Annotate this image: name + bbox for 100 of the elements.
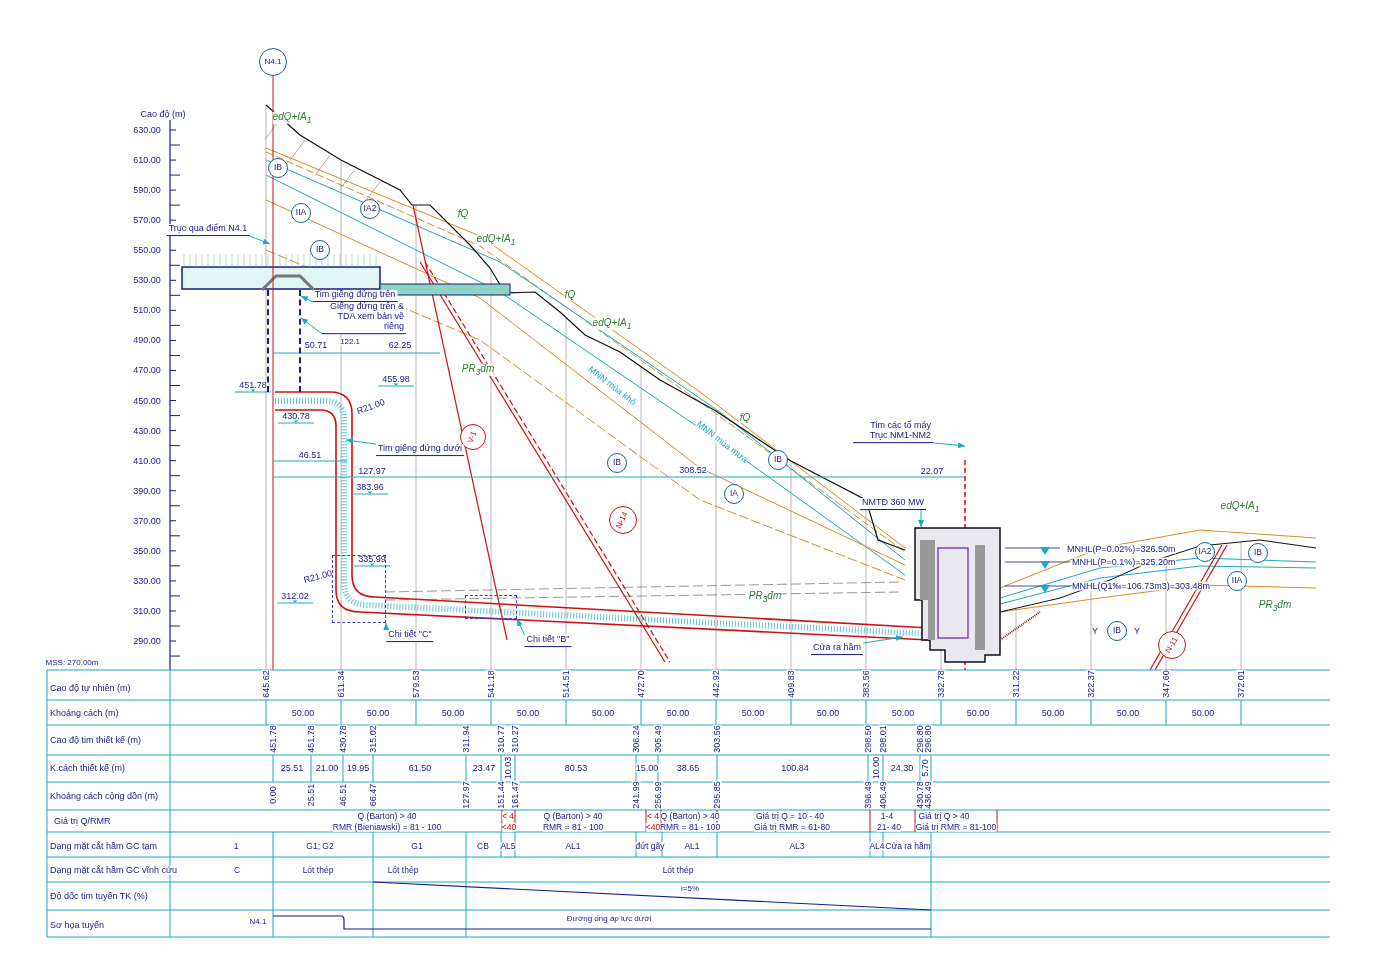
section-type-value: 1 — [233, 841, 239, 851]
callout-text: NMTĐ 360 MW — [860, 498, 926, 510]
cumulative-distance-value: 396.49 — [863, 781, 873, 809]
row-header: Cao độ tim thiết kế (m) — [50, 735, 142, 745]
design-elevation-value: 315.02 — [368, 725, 378, 753]
zone-marker: IA2 — [1195, 542, 1215, 562]
rock-quality-text: Q (Barton) > 40 — [357, 811, 417, 821]
rock-quality-text: < 4 — [646, 811, 660, 821]
design-elevation-value: 296.80 — [923, 725, 933, 753]
axis-tick-label: 510.00 — [133, 305, 161, 315]
cumulative-distance-value: 127.97 — [461, 781, 471, 809]
rock-quality-text: RMR = 81 - 100 — [659, 822, 721, 832]
geology-label: PR$_{3}$đm — [748, 590, 782, 604]
row-header: Dạng mặt cắt hầm GC tạm — [50, 841, 158, 851]
axis-tick-label: 290.00 — [133, 636, 161, 646]
ground-elevation-value: 611.34 — [336, 670, 346, 698]
section-type-value: đứt gãy — [635, 841, 665, 851]
rock-quality-text: Q (Barton) > 40 — [660, 811, 720, 821]
elevation-label: 383.96 — [356, 482, 384, 492]
axis-tick-label: 350.00 — [133, 546, 161, 556]
callout-text: Tim các tổ máy Trục NM1-NM2 — [853, 421, 933, 443]
zone-marker: IB — [1107, 621, 1127, 641]
section-type-value: Lót thép — [662, 865, 694, 875]
zone-marker: IB — [268, 158, 288, 178]
section-type-value: Lót thép — [387, 865, 419, 875]
design-distance-value: 25.51 — [280, 763, 304, 773]
axis-tick-label: 410.00 — [133, 456, 161, 466]
dimension-label: 46.51 — [298, 450, 322, 460]
ground-elevation-value: 579.53 — [411, 670, 421, 698]
ground-elevation-value: 514.51 — [561, 670, 571, 698]
section-type-value: Lót thép — [302, 865, 334, 875]
axis-tick-label: 330.00 — [133, 576, 161, 586]
row-header: K.cách thiết kế (m) — [50, 763, 126, 773]
design-distance-value: 24.30 — [890, 763, 914, 773]
design-elevation-value: 303.56 — [712, 725, 722, 753]
ground-elevation-value: 372.01 — [1236, 670, 1246, 698]
design-distance-value: 61.50 — [408, 763, 432, 773]
zone-marker: IIA — [291, 203, 311, 223]
geology-label: fQ — [739, 413, 751, 423]
section-type-value: CB — [477, 841, 489, 851]
row-header: Độ dốc tim tuyến TK (%) — [50, 891, 148, 901]
axis-tick-label: 430.00 — [133, 426, 161, 436]
dimension-label: 62.25 — [388, 340, 412, 350]
leader-line — [383, 622, 390, 631]
design-distance-value: 10.03 — [503, 756, 513, 780]
callout-text: Chi tiết "C" — [386, 630, 434, 642]
design-distance-value: 15.00 — [635, 763, 659, 773]
design-distance-value: 38.65 — [676, 763, 700, 773]
row-header: Khoảng cách (m) — [50, 708, 119, 718]
leader-line — [248, 235, 271, 245]
design-distance-value: 19.95 — [346, 763, 370, 773]
distance-value: 50.00 — [591, 708, 615, 718]
rock-quality-text: Giá trị RMR = 81-100 — [915, 822, 997, 832]
zone-marker: IA2 — [360, 199, 380, 219]
elevation-label: 455.98 — [382, 374, 410, 384]
section-type-value: AL3 — [789, 841, 805, 851]
axis-tick-label: 590.00 — [133, 185, 161, 195]
axis-tick-label: 310.00 — [133, 606, 161, 616]
water-level-label: MNHL(Q1‰=106.73m3)=303.48m — [1072, 581, 1211, 591]
row-header: Khoảng cách cộng dồn (m) — [50, 791, 159, 801]
detail-outline — [465, 595, 517, 619]
design-elevation-value: 306.24 — [631, 725, 641, 753]
dimension-label: 50.71 — [304, 340, 328, 350]
axis-marker: N4.1 — [259, 48, 287, 76]
ground-elevation-value: 347.60 — [1161, 670, 1171, 698]
distance-value: 50.00 — [1191, 708, 1215, 718]
design-distance-value: 80.53 — [564, 763, 588, 773]
design-distance-value: 100.84 — [781, 763, 809, 773]
rock-quality-text: RMR (Bieniawski) = 81 - 100 — [332, 822, 442, 832]
row-header: Giá trị Q/RMR — [54, 816, 111, 826]
geology-label: fQ — [457, 209, 469, 219]
rock-quality-text: 21- 40 — [876, 822, 902, 832]
leader-line — [918, 509, 924, 528]
cumulative-distance-value: 66.47 — [368, 783, 378, 807]
cumulative-distance-value: 256.99 — [653, 781, 663, 809]
rock-quality-text: <40 — [501, 822, 517, 832]
design-elevation-value: 451.78 — [306, 725, 316, 753]
shaft-outline — [267, 290, 301, 392]
section-type-value: C — [233, 865, 241, 875]
dimension-label: 127.97 — [358, 466, 386, 476]
design-distance-value: 5.70 — [920, 759, 930, 777]
callout-text: Tim giếng đứng dưới — [375, 444, 465, 456]
geology-label: edQ+IA$_{1}$ — [592, 317, 632, 331]
ground-elevation-value: 311.22 — [1011, 670, 1021, 698]
axis-tick-label: 490.00 — [133, 335, 161, 345]
design-distance-value: 10.00 — [871, 756, 881, 780]
axis-title: Cao độ (m) — [140, 109, 186, 119]
axis-tick-label: 550.00 — [133, 245, 161, 255]
rock-quality-text: 1-4 — [880, 811, 894, 821]
row-header: Sơ họa tuyến — [50, 920, 104, 930]
rock-quality-text: Q (Barton) > 40 — [543, 811, 603, 821]
scale-note: MSS: 270.00m — [45, 659, 99, 667]
water-level-label: MNHL(P=0.1%)=325.20m — [1072, 557, 1176, 567]
distance-value: 50.00 — [1116, 708, 1140, 718]
design-elevation-value: 430.78 — [338, 725, 348, 753]
ground-elevation-value: 645.62 — [261, 670, 271, 698]
distance-value: 50.00 — [816, 708, 840, 718]
row-header: Dạng mặt cắt hầm GC vĩnh cửu — [50, 865, 178, 875]
distance-value: 50.00 — [291, 708, 315, 718]
ground-elevation-value: 332.78 — [936, 670, 946, 698]
